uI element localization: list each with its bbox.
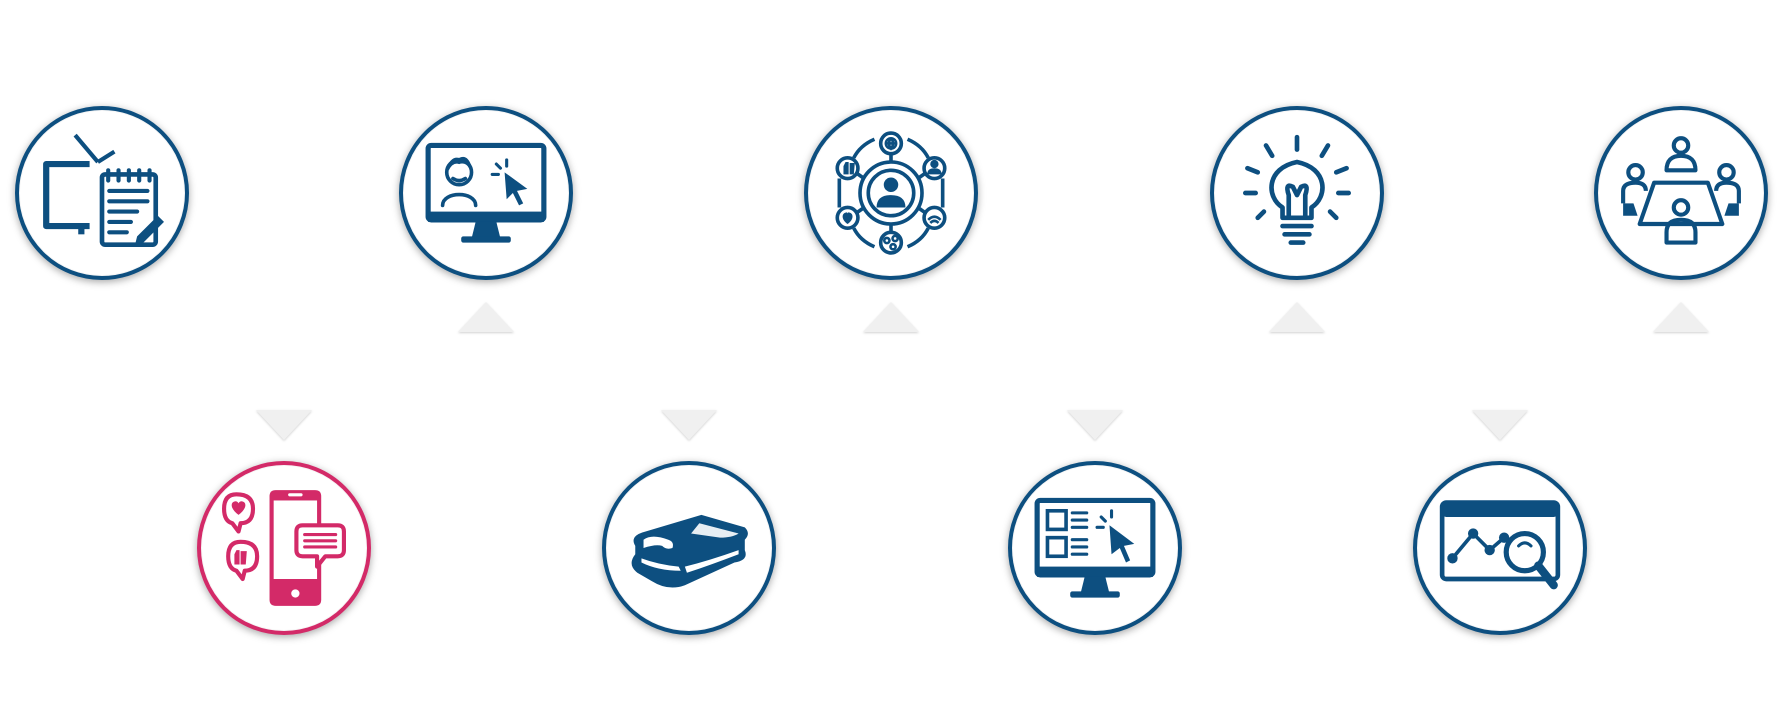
monitor-checklist-cursor-icon [1034,497,1156,598]
step-3-monitor-video-user[interactable] [399,106,573,280]
connector-arrow-up [458,302,514,332]
connector-arrow-up [1269,302,1325,332]
browser-analytics-search-icon [1439,500,1561,590]
lightbulb-icon [1243,134,1351,245]
connector-arrow-up [1653,302,1709,332]
connector-arrow-down [256,410,312,440]
step-1-tv-notepad[interactable] [15,106,189,280]
step-5-user-network[interactable] [804,106,978,280]
step-2-social-media-phone[interactable] [197,461,371,635]
connector-arrow-down [1472,410,1528,440]
social-media-phone-icon [222,490,346,606]
connector-arrow-down [661,410,717,440]
step-9-team-meeting[interactable] [1594,106,1768,280]
team-meeting-table-icon [1621,136,1741,245]
sandwich-icon [631,514,748,588]
tv-notepad-icon [43,133,164,247]
connector-arrow-up [863,302,919,332]
user-network-icon [835,131,947,255]
monitor-video-user-icon [425,142,547,243]
step-4-sandwich[interactable] [602,461,776,635]
step-7-lightbulb[interactable] [1210,106,1384,280]
connector-arrow-down [1067,410,1123,440]
step-8-browser-analytics-search[interactable] [1413,461,1587,635]
step-6-monitor-checklist-cursor[interactable] [1008,461,1182,635]
